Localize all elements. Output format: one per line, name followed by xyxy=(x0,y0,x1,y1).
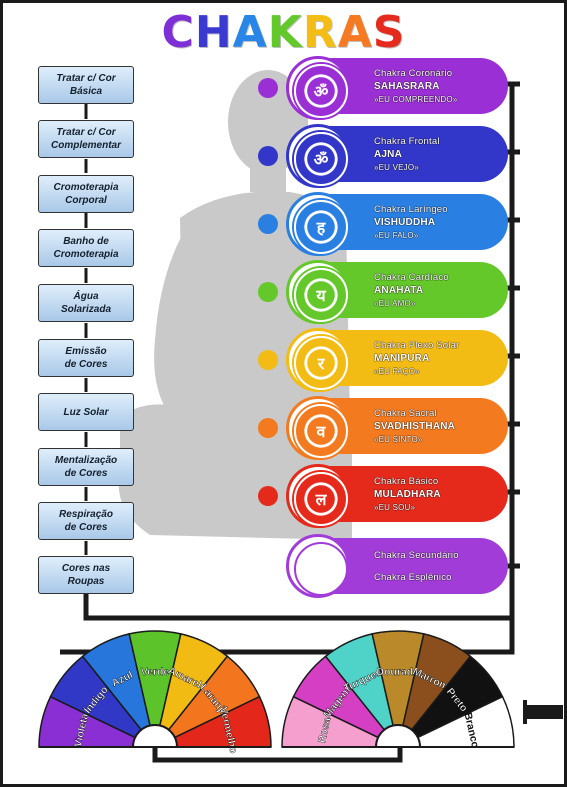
title-letter: S xyxy=(372,7,406,58)
therapy-label: Tratar c/ Cor Básica xyxy=(56,73,116,97)
therapy-label: Cores nas Roupas xyxy=(61,563,111,587)
sacral-chakra-icon: व xyxy=(286,396,350,460)
therapy-label: Respiração de Cores xyxy=(59,509,113,533)
root-chakra-icon: ल xyxy=(286,464,350,528)
chakra-bar: Chakra Secundário Chakra Esplênico xyxy=(322,538,508,594)
chakra-mantra: »EU SINTO» xyxy=(374,434,423,444)
crown-chakra-icon: ॐ xyxy=(286,56,350,120)
chakra-name: Chakra Secundário xyxy=(374,549,459,561)
chakra-mantra: »EU SOU» xyxy=(374,502,416,512)
therapy-label: Água Solarizada xyxy=(60,291,112,315)
chakra-mantra: »EU AMO» xyxy=(374,298,416,308)
chakra-dot xyxy=(258,350,278,370)
chakra-bar: Chakra Básico MULADHARA »EU SOU» xyxy=(322,466,508,522)
title-letter: C xyxy=(161,7,195,58)
therapy-label: Luz Solar xyxy=(63,406,109,418)
chakra-bar: Chakra Laríngeo VISHUDDHA »EU FALO» xyxy=(322,194,508,250)
therapy-box-respiracao[interactable]: Respiração de Cores xyxy=(38,502,134,540)
chakra-glyph: ल xyxy=(315,492,327,509)
fan-hub xyxy=(131,724,179,748)
chakra-sanskrit: ANAHATA xyxy=(374,284,424,296)
chakra-sanskrit: VISHUDDHA xyxy=(374,216,436,228)
chakra-sanskrit: SAHASRARA xyxy=(374,80,440,92)
throat-chakra-icon: ह xyxy=(286,192,350,256)
chakra-glyph: य xyxy=(316,288,326,305)
title-letter: A xyxy=(337,7,373,58)
heart-chakra-icon: य xyxy=(286,260,350,324)
color-fan-complementary: RosaMagentaTurquesaDouradoMarromPretoBra… xyxy=(281,630,515,749)
therapy-box-roupas[interactable]: Cores nas Roupas xyxy=(38,556,134,594)
chakra-bar: Chakra Sacral SVADHISTHANA »EU SINTO» xyxy=(322,398,508,454)
title-letter: H xyxy=(194,7,233,58)
therapy-label: Emissão de Cores xyxy=(64,346,108,370)
chakra-name: Chakra Frontal xyxy=(374,135,440,147)
fan-label: Rosa xyxy=(316,716,333,744)
chakra-dot xyxy=(258,282,278,302)
therapy-label: Banho de Cromoterapia xyxy=(53,236,119,260)
chakra-sanskrit: AJNA xyxy=(374,148,403,160)
chakra-name: Chakra Laríngeo xyxy=(374,203,448,215)
chakra-mantra: »EU COMPREENDO» xyxy=(374,94,458,104)
chakra-name: Chakra Cardíaco xyxy=(374,271,449,283)
fan-label: Verde xyxy=(141,666,170,678)
chakra-glyph: व xyxy=(316,424,326,441)
therapy-box-cromoterapia-corporal[interactable]: Cromoterapia Corporal xyxy=(38,175,134,213)
chakra-sanskrit: MULADHARA xyxy=(374,488,441,500)
chakra-sanskrit: SVADHISTHANA xyxy=(374,420,456,432)
chakra-glyph: ॐ xyxy=(313,84,329,101)
therapy-box-cor-complementar[interactable]: Tratar c/ Cor Complementar xyxy=(38,120,134,158)
solar-plexus-chakra-icon: र xyxy=(286,328,350,392)
chakra-mantra: Chakra Esplênico xyxy=(374,571,452,583)
therapy-label: Mentalização de Cores xyxy=(54,455,118,479)
therapy-box-agua-solarizada[interactable]: Água Solarizada xyxy=(38,284,134,322)
therapy-box-cor-basica[interactable]: Tratar c/ Cor Básica xyxy=(38,66,134,104)
therapy-label: Cromoterapia Corporal xyxy=(53,182,119,206)
chakra-sanskrit: MANIPURA xyxy=(374,352,430,364)
third-eye-chakra-icon: ॐ xyxy=(286,124,350,188)
chakra-glyph: ह xyxy=(316,220,326,237)
chakra-name: Chakra Sacral xyxy=(374,407,437,419)
page-title: CHAKRAS xyxy=(0,8,567,58)
secondary-chakra-icon xyxy=(286,534,350,598)
chakra-name: Chakra Plexo Solar xyxy=(374,339,460,351)
fan-label: Dourado xyxy=(376,666,419,678)
chakra-name: Chakra Básico xyxy=(374,475,439,487)
chakra-dot xyxy=(258,78,278,98)
chakra-bar: Chakra Frontal AJNA »EU VEJO» xyxy=(322,126,508,182)
therapy-box-luz-solar[interactable]: Luz Solar xyxy=(38,393,134,431)
chakra-bar: Chakra Cardíaco ANAHATA »EU AMO» xyxy=(322,262,508,318)
chakra-dot xyxy=(258,486,278,506)
chakra-glyph: र xyxy=(317,356,325,373)
therapy-box-mentalizacao[interactable]: Mentalização de Cores xyxy=(38,448,134,486)
chakra-mantra: »EU FAÇO» xyxy=(374,366,420,376)
chakra-dot xyxy=(258,146,278,166)
therapy-label: Tratar c/ Cor Complementar xyxy=(50,127,121,151)
chakra-dot xyxy=(258,214,278,234)
chakra-dot xyxy=(258,418,278,438)
title-letter: A xyxy=(232,7,268,58)
title-letter: K xyxy=(267,7,303,58)
therapy-box-emissao[interactable]: Emissão de Cores xyxy=(38,339,134,377)
chakra-bar: Chakra Plexo Solar MANIPURA »EU FAÇO» xyxy=(322,330,508,386)
fan-hub xyxy=(374,724,422,748)
therapy-box-banho[interactable]: Banho de Cromoterapia xyxy=(38,229,134,267)
chakra-glyph: ॐ xyxy=(313,152,329,169)
chakra-name: Chakra Coronário xyxy=(374,67,453,79)
chakra-bar: Chakra Coronário SAHASRARA »EU COMPREEND… xyxy=(322,58,508,114)
chakra-mantra: »EU FALO» xyxy=(374,230,419,240)
title-letter: R xyxy=(302,7,338,58)
chakra-mantra: »EU VEJO» xyxy=(374,162,419,172)
